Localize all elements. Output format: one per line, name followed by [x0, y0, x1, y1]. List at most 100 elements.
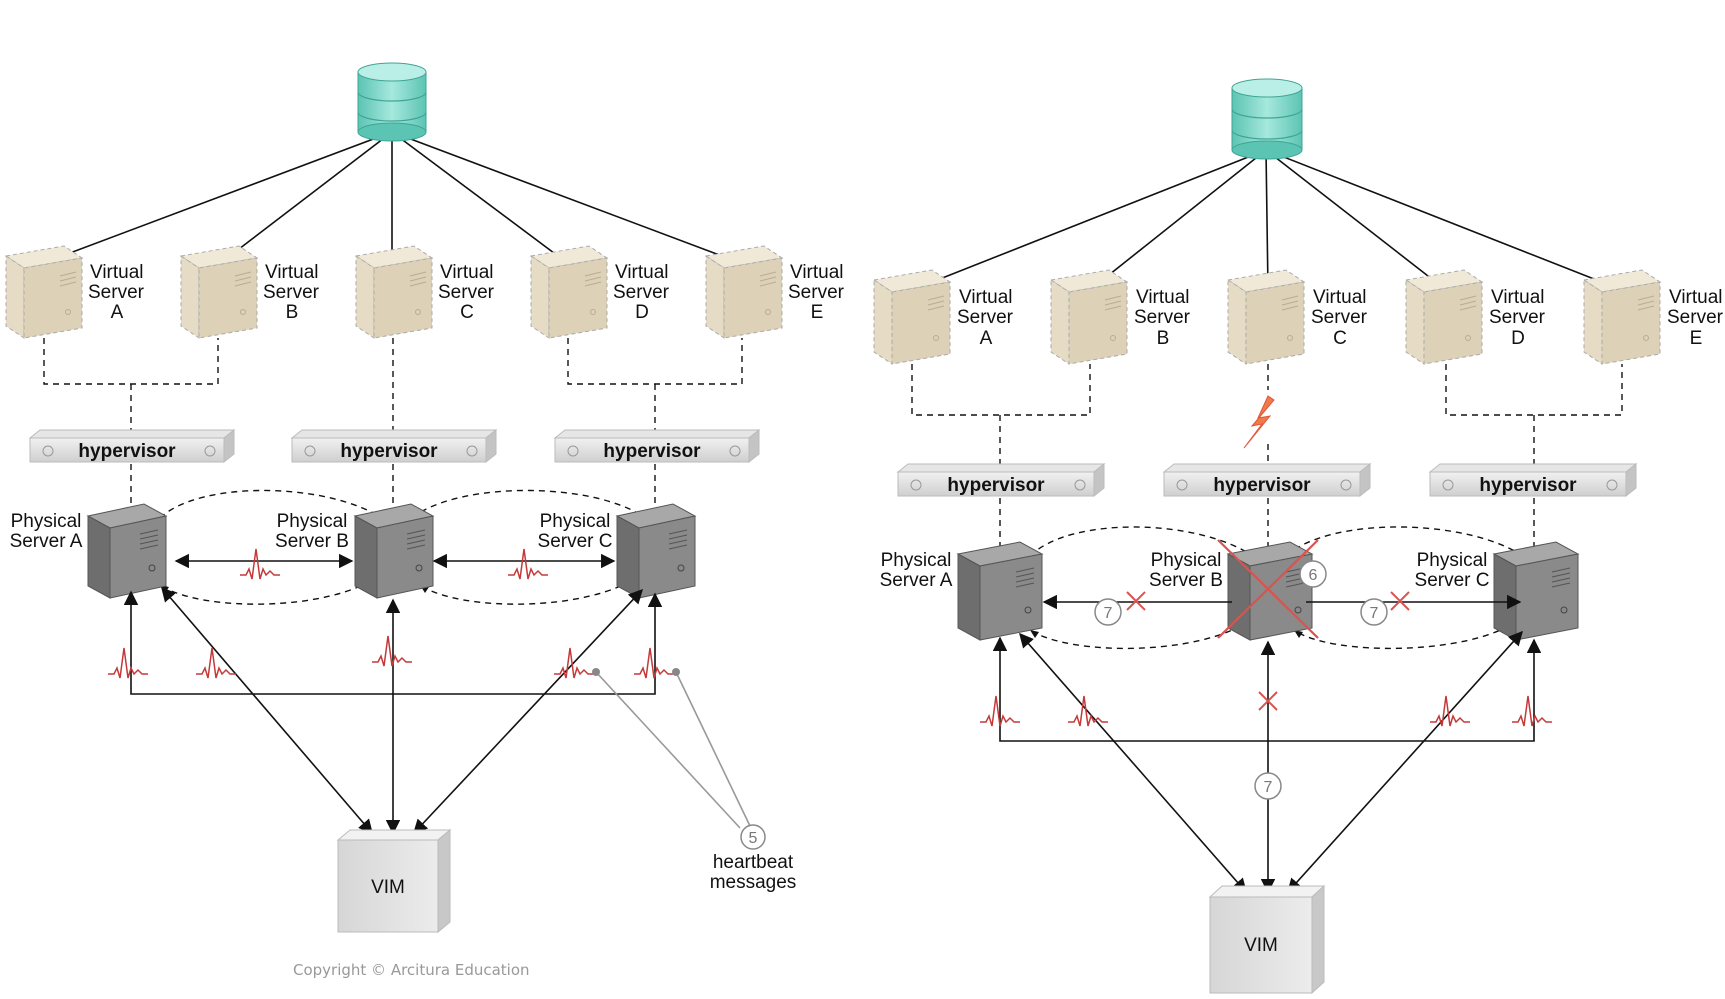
- left-callout-lines: [595, 671, 751, 829]
- left-vs-c-label-2: Server: [438, 282, 495, 303]
- left-heartbeat-pulse-1: [240, 548, 280, 580]
- right-heartbeat-pulses: [980, 695, 1552, 727]
- left-heartbeat-pulse-3: [108, 647, 148, 679]
- left-heartbeat-pulses: [108, 548, 674, 679]
- left-vs-d-label-3: D: [635, 302, 649, 323]
- left-ps-b-label-2: Server B: [275, 531, 349, 552]
- left-heartbeat-pulse-2: [508, 548, 548, 580]
- left-storage-links: [45, 131, 739, 263]
- left-hypervisor-3-label: hypervisor: [603, 441, 701, 462]
- left-vim-box: VIM: [336, 828, 452, 934]
- left-ps-c-label-2: Server C: [538, 531, 613, 552]
- right-vs-a-label-2: Server: [957, 307, 1014, 328]
- left-ps-b-label-1: Physical: [277, 511, 348, 532]
- left-vs-a-label-3: A: [111, 302, 124, 323]
- copyright-text: Copyright © Arcitura Education: [293, 961, 530, 979]
- callout-7-left: 7: [1094, 598, 1122, 626]
- right-ps-c-label-2: Server C: [1415, 570, 1490, 591]
- left-ps-c-label-1: Physical: [540, 511, 611, 532]
- right-vs-d-label-2: Server: [1489, 307, 1546, 328]
- left-vs-c-label-3: C: [460, 302, 474, 323]
- svg-text:5: 5: [749, 830, 758, 847]
- right-vs-c-label-3: C: [1333, 328, 1347, 349]
- right-hypervisors: hypervisor hypervisor hypervisor: [896, 462, 1638, 498]
- right-vs-b-label-2: Server: [1134, 307, 1191, 328]
- right-vs-b-label-1: Virtual: [1136, 287, 1190, 308]
- left-heartbeat-pulse-4: [196, 647, 236, 679]
- left-hypervisors: hypervisor hypervisor hypervisor: [28, 428, 761, 464]
- left-hypervisor-3: hypervisor: [553, 428, 761, 464]
- right-vs-a-label-3: A: [980, 328, 993, 349]
- left-hypervisor-2-label: hypervisor: [340, 441, 438, 462]
- right-virtual-server-d: [1404, 269, 1484, 365]
- left-vs-a-label-2: Server: [88, 282, 145, 303]
- svg-text:7: 7: [1370, 605, 1379, 622]
- left-physical-server-b: [353, 503, 435, 599]
- right-vim-label: VIM: [1244, 935, 1278, 956]
- right-ps-c-label-1: Physical: [1417, 550, 1488, 571]
- right-hypervisor-2: hypervisor: [1162, 462, 1372, 498]
- right-hypervisor-1-label: hypervisor: [947, 475, 1045, 496]
- right-ps-b-label-1: Physical: [1151, 550, 1222, 571]
- left-vs-b-label-3: B: [286, 302, 299, 323]
- right-virtual-server-b: [1049, 269, 1129, 365]
- right-vs-d-label-3: D: [1511, 328, 1525, 349]
- left-callout-5: 5: [740, 824, 766, 850]
- right-vs-a-label-1: Virtual: [959, 287, 1013, 308]
- lost-link-x-marks: [1126, 591, 1410, 711]
- left-callout-label-line2: messages: [710, 872, 797, 893]
- right-vim-box: VIM: [1208, 884, 1326, 995]
- svg-text:6: 6: [1309, 567, 1318, 584]
- left-callout-label-line1: heartbeat: [713, 852, 794, 873]
- right-vs-b-label-3: B: [1157, 328, 1170, 349]
- left-heartbeat-pulse-6: [554, 647, 594, 679]
- left-hypervisor-1-label: hypervisor: [78, 441, 176, 462]
- right-vs-d-label-1: Virtual: [1491, 287, 1545, 308]
- right-heartbeat-pulse-4: [1512, 695, 1552, 727]
- left-hypervisor-2: hypervisor: [290, 428, 498, 464]
- left-vs-e-label-2: Server: [788, 282, 845, 303]
- left-heartbeat-pulse-7: [634, 647, 674, 679]
- right-virtual-server-c: [1226, 269, 1306, 365]
- left-virtual-server-a: [4, 245, 84, 339]
- right-heartbeat-pulse-3: [1430, 695, 1470, 727]
- right-virtual-server-a: [872, 269, 952, 365]
- left-ps-a-label-2: Server A: [10, 531, 83, 552]
- left-vs-b-label-2: Server: [263, 282, 320, 303]
- right-vs-e-label-1: Virtual: [1669, 287, 1723, 308]
- right-panel: VirtualServerAVirtualServerBVirtualServe…: [872, 78, 1724, 995]
- left-vs-a-label-1: Virtual: [90, 262, 144, 283]
- right-heartbeat-pulse-2: [1068, 695, 1108, 727]
- left-virtual-servers: VirtualServerAVirtualServerBVirtualServe…: [4, 245, 845, 339]
- right-hypervisor-2-label: hypervisor: [1213, 475, 1311, 496]
- left-storage-database-icon: [357, 62, 427, 142]
- left-vim-links: [123, 586, 663, 835]
- svg-text:7: 7: [1264, 779, 1273, 796]
- left-callout-dot-1: [592, 668, 600, 676]
- right-storage-links: [911, 149, 1623, 291]
- right-hypervisor-3-label: hypervisor: [1479, 475, 1577, 496]
- left-physical-server-c: [615, 503, 697, 599]
- right-vs-c-label-1: Virtual: [1313, 287, 1367, 308]
- right-physical-server-c: [1492, 541, 1580, 641]
- callout-6: 6: [1299, 560, 1327, 588]
- left-panel: VirtualServerAVirtualServerBVirtualServe…: [4, 62, 845, 979]
- left-physical-server-a: [86, 503, 168, 599]
- right-storage-database-icon: [1231, 78, 1303, 160]
- right-ps-a-label-1: Physical: [881, 550, 952, 571]
- right-hypervisor-3: hypervisor: [1428, 462, 1638, 498]
- right-ps-b-label-2: Server B: [1149, 570, 1223, 591]
- right-vim-links: [992, 630, 1542, 894]
- left-hypervisor-1: hypervisor: [28, 428, 236, 464]
- right-vs-c-label-2: Server: [1311, 307, 1368, 328]
- left-vs-d-label-1: Virtual: [615, 262, 669, 283]
- left-virtual-server-e: [704, 245, 784, 339]
- left-virtual-server-c: [354, 245, 434, 339]
- left-virtual-server-d: [529, 245, 609, 339]
- right-physical-server-b: [1226, 541, 1314, 641]
- left-vs-e-label-1: Virtual: [790, 262, 844, 283]
